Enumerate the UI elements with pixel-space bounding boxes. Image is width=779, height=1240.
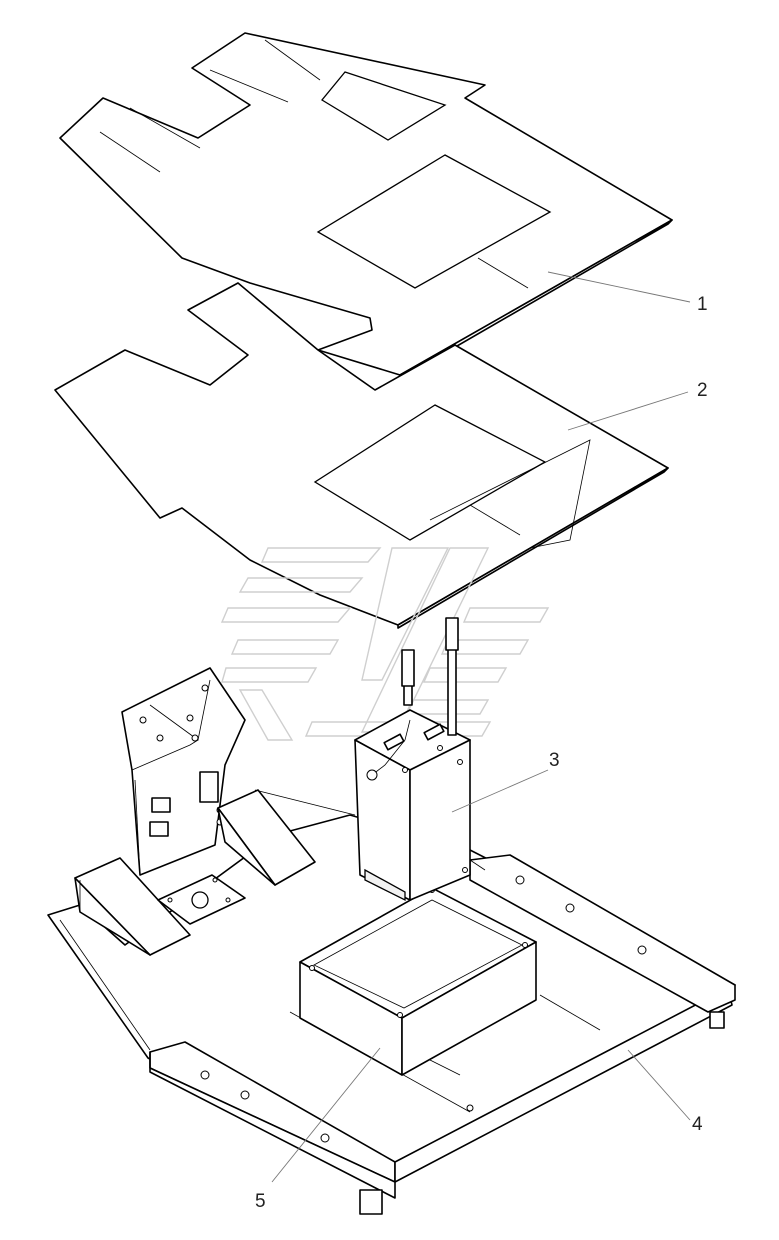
watermark-logo xyxy=(220,547,550,741)
callout-1: 1 xyxy=(697,294,708,315)
callout-5: 5 xyxy=(255,1191,266,1212)
leader-line-5 xyxy=(271,1047,381,1183)
control-pedestal xyxy=(354,617,486,902)
right-ramp xyxy=(217,789,316,886)
callout-3: 3 xyxy=(549,750,560,771)
callout-2: 2 xyxy=(697,380,708,401)
storage-box xyxy=(299,887,537,1076)
leader-line-4 xyxy=(627,1049,691,1121)
leader-line-3 xyxy=(451,769,549,813)
leader-line-2 xyxy=(567,391,689,431)
connector-line xyxy=(254,789,356,816)
leader-line-1 xyxy=(547,271,691,303)
floor-plate-with-hole xyxy=(157,874,246,925)
callout-4: 4 xyxy=(692,1114,703,1135)
floor-mat-lower xyxy=(54,282,669,629)
floor-mat-upper xyxy=(59,32,673,380)
left-ramp xyxy=(74,857,191,956)
